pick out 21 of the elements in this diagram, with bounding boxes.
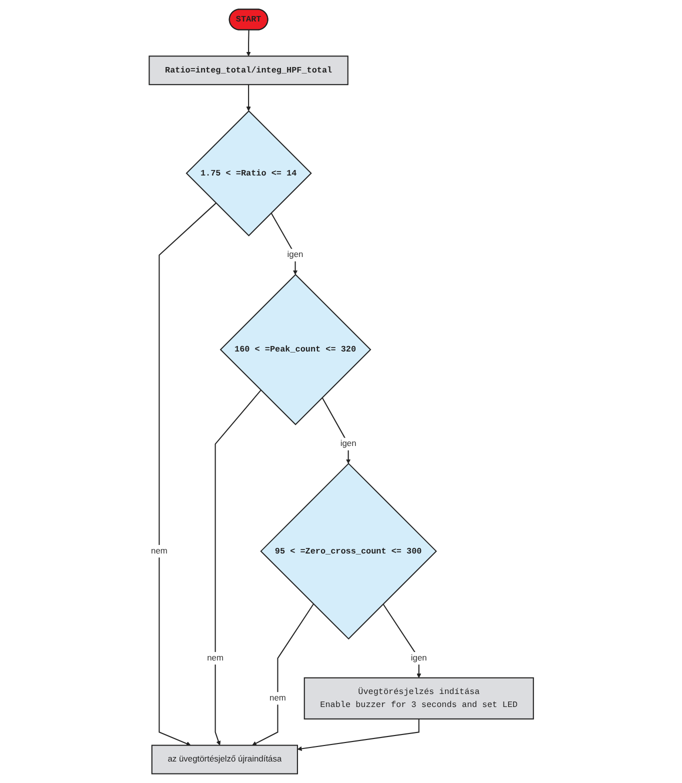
node-box: az üvegtörtésjelző újraindítása — [151, 744, 298, 774]
edge-label: nem — [150, 546, 168, 556]
edge-label: igen — [286, 250, 303, 260]
node-diamond: 95 < =Zero_cross_count <= 300 — [260, 462, 437, 640]
arrow — [321, 397, 350, 464]
edge-label: nem — [269, 694, 286, 703]
arrow — [382, 604, 421, 678]
node-box: Üvegtörésjelzés indítása Enable buzzer for 3 seconds and set LED — [304, 677, 534, 720]
edge-label: nem — [206, 654, 224, 663]
arrow — [270, 212, 298, 275]
arrow — [296, 718, 420, 751]
edge-label: igen — [340, 439, 356, 448]
node-box: Ratio=integ_total/integ_HPF_total — [148, 56, 348, 86]
node-diamond: 160 < =Peak_count <= 320 — [220, 274, 371, 426]
node-diamond: 1.75 < =Ratio <= 14 — [185, 110, 312, 236]
edge-label: igen — [410, 654, 427, 663]
arrow — [246, 84, 251, 112]
arrow — [214, 390, 261, 746]
arrow — [252, 604, 314, 746]
arrow — [158, 202, 216, 746]
arrow — [246, 30, 251, 56]
